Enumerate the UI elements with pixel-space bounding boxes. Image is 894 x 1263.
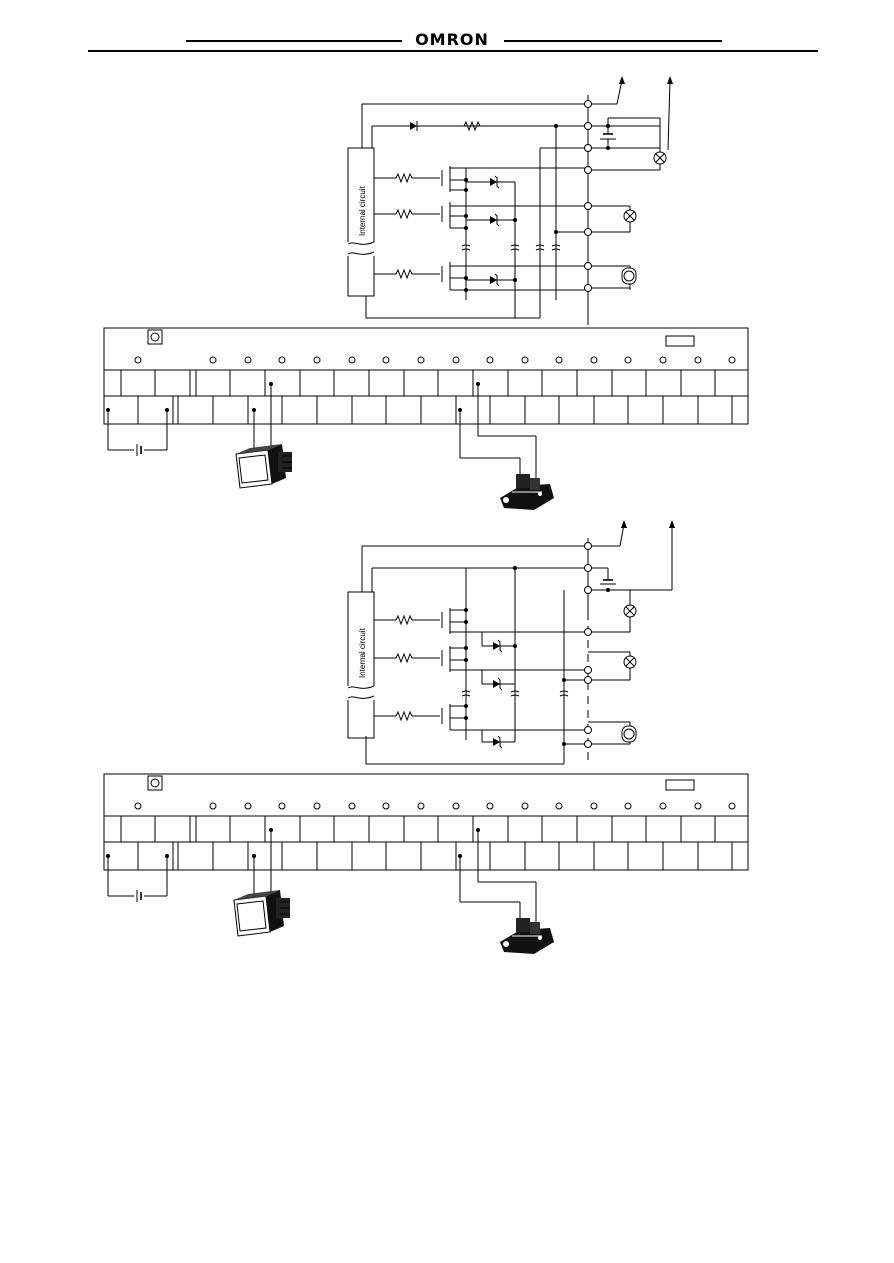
junction-dots (464, 566, 610, 746)
terminal-screw (134, 356, 142, 364)
resistor-icon (395, 652, 413, 664)
terminal-screw (452, 356, 460, 364)
junction-dots (464, 124, 610, 292)
bus-terminals (584, 542, 592, 748)
terminal-screw (417, 356, 425, 364)
terminal-screw (348, 356, 356, 364)
terminal-screw (624, 356, 632, 364)
terminal-screw (382, 356, 390, 364)
terminal-screw (659, 802, 667, 810)
battery-icon (600, 568, 616, 585)
pushbutton-switch-icon (233, 890, 290, 937)
terminal-screw (728, 802, 736, 810)
terminal-screw (624, 802, 632, 810)
terminal-screw (694, 802, 702, 810)
solenoid-valve-icon (500, 474, 554, 510)
solenoid-valve-icon (500, 918, 554, 954)
internal-circuit-block (347, 147, 375, 297)
break-marks (461, 690, 569, 697)
terminal-screw (313, 356, 321, 364)
resistor-icon (395, 208, 413, 220)
lamp-icon (623, 655, 637, 669)
resistor-icon (395, 172, 413, 184)
terminal-screw (521, 802, 529, 810)
battery-icon (136, 890, 142, 902)
resistor-icon (395, 268, 413, 280)
zener-diode-icon (493, 735, 503, 749)
output-arrow (616, 76, 673, 151)
external-wiring-lower (106, 828, 537, 924)
terminal-screw (521, 356, 529, 364)
break-marks (461, 244, 561, 251)
zener-diode-icon (493, 639, 503, 653)
internal-circuit-block (347, 591, 375, 739)
resistor-icon (395, 710, 413, 722)
brand-logo: OMRON (415, 30, 489, 49)
wiring-diagram-lower: Internal circuit (103, 520, 749, 954)
terminal-block-lower (103, 773, 749, 871)
terminal-screw (452, 802, 460, 810)
relay-coil-icon (621, 725, 637, 743)
terminal-screw (486, 356, 494, 364)
lamp-icon (623, 209, 637, 223)
resistor-icon (463, 120, 481, 132)
terminal-screw (694, 356, 702, 364)
battery-icon (136, 444, 142, 456)
terminal-screw (278, 802, 286, 810)
header-rule-right (504, 40, 722, 42)
terminal-screw (659, 356, 667, 364)
terminal-screw (134, 802, 142, 810)
terminal-screw (417, 802, 425, 810)
diode-icon (410, 121, 418, 131)
pushbutton-switch-icon (235, 444, 292, 489)
resistor-icon (395, 614, 413, 626)
terminal-screw (244, 802, 252, 810)
bus-terminals (584, 100, 592, 292)
terminal-screw (728, 356, 736, 364)
relay-coil-icon (621, 267, 637, 285)
output-channel-1 (374, 608, 588, 653)
output-channel-n (374, 704, 588, 749)
zener-diode-icon (493, 677, 503, 691)
page-top-rule (88, 50, 818, 52)
output-channel-2 (374, 646, 588, 691)
terminal-screw (555, 802, 563, 810)
internal-circuit-label: Internal circuit (358, 627, 367, 678)
header-rule-left (186, 40, 402, 42)
output-channel-2 (374, 202, 588, 229)
terminal-screw (486, 802, 494, 810)
terminal-screw (209, 356, 217, 364)
terminal-screw (590, 802, 598, 810)
output-arrow (619, 520, 675, 590)
lamp-icon (653, 151, 667, 165)
terminal-screw (278, 356, 286, 364)
terminal-screw (244, 356, 252, 364)
internal-circuit-label: Internal circuit (358, 185, 367, 236)
terminal-screw (590, 356, 598, 364)
terminal-screw (209, 802, 217, 810)
terminal-screw (348, 802, 356, 810)
terminal-block-upper (103, 327, 749, 425)
lamp-icon (623, 604, 637, 618)
terminal-screw (555, 356, 563, 364)
wiring-diagram-upper: Internal circuit (103, 76, 749, 510)
page-header: OMRON (0, 0, 894, 60)
battery-icon (600, 118, 616, 148)
output-channel-n (374, 262, 588, 291)
terminal-screw (313, 802, 321, 810)
external-wiring-upper (106, 382, 537, 480)
terminal-screw (382, 802, 390, 810)
